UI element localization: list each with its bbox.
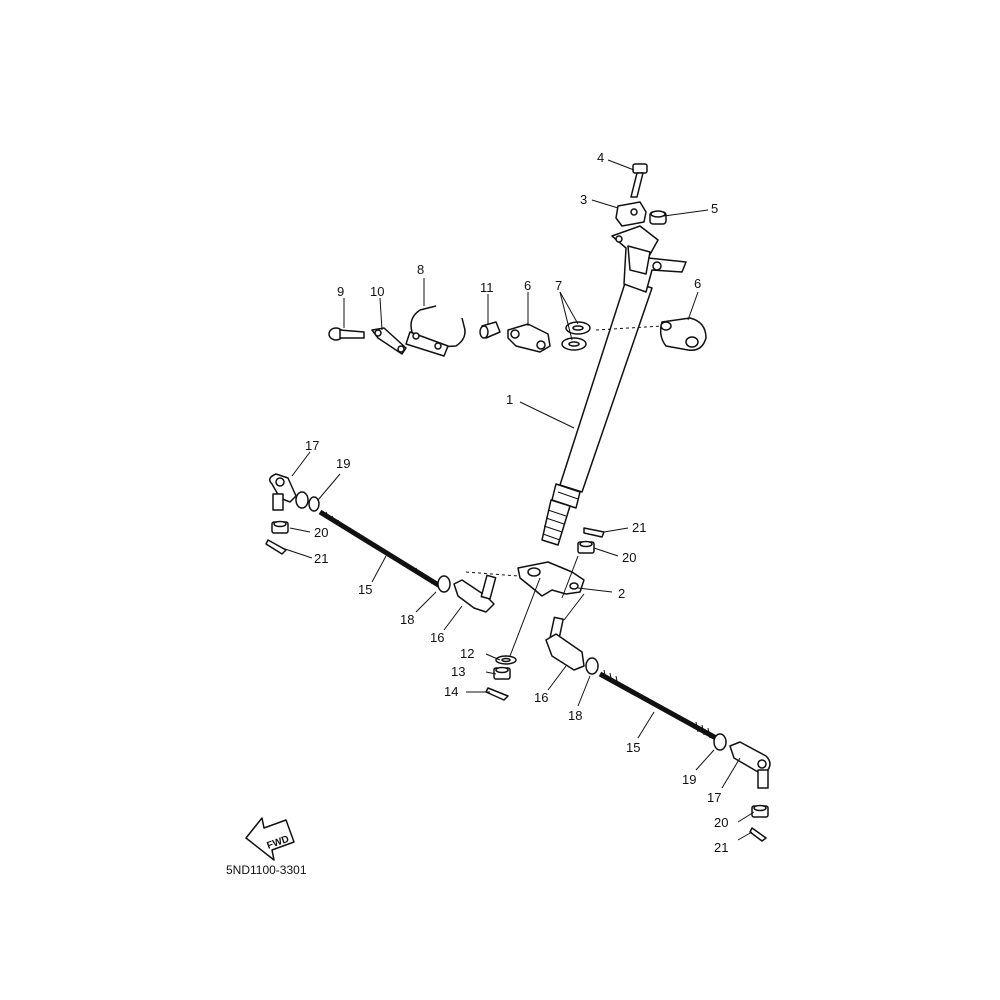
callout-11: 11	[480, 280, 494, 295]
callout-1: 1	[506, 392, 513, 407]
callout-9: 9	[337, 284, 344, 299]
nut-20-lower-right	[751, 804, 769, 818]
pitman-arm-2	[517, 561, 585, 597]
callout-10: 10	[370, 284, 384, 299]
tie-rod-15-right	[598, 669, 718, 741]
tie-rod-end-17-right	[729, 741, 771, 789]
callout-20-lower-right: 20	[714, 815, 728, 830]
callout-6-right: 6	[694, 276, 701, 291]
steering-column	[541, 225, 687, 546]
callout-16-left: 16	[430, 630, 444, 645]
bushing-half-6-right	[659, 317, 707, 351]
tie-rod-15-left	[318, 509, 442, 589]
washer-pair-7	[561, 321, 591, 351]
bushing-half-6-left	[507, 323, 551, 353]
nut-20-right	[577, 540, 595, 554]
bolt-4	[630, 163, 648, 198]
tie-rod-end-17-left	[269, 473, 297, 511]
callout-15-left: 15	[358, 582, 372, 597]
lock-nut-18-left	[437, 575, 451, 593]
lock-nut-18-right	[585, 657, 599, 675]
washer-12	[495, 655, 517, 665]
cotter-pin-21-lower-right	[749, 827, 767, 842]
callout-15-right: 15	[626, 740, 640, 755]
nut-20-left	[271, 520, 289, 534]
callout-21-lower-right: 21	[714, 840, 728, 855]
leader-lines	[281, 159, 755, 841]
callout-5: 5	[711, 201, 718, 216]
tie-rod-end-16-left	[453, 574, 497, 613]
callout-18-right: 18	[568, 708, 582, 723]
alignment-line-6	[595, 325, 663, 331]
callout-6-left: 6	[524, 278, 531, 293]
cotter-pin-21-left	[265, 539, 287, 555]
callout-7: 7	[555, 278, 562, 293]
cotter-pin-14	[485, 687, 509, 701]
callout-16-right: 16	[534, 690, 548, 705]
bushing-cap-3	[615, 201, 647, 227]
callout-21-right: 21	[632, 520, 646, 535]
lock-nut-19-left	[295, 491, 320, 512]
collar-11	[479, 321, 501, 339]
callout-14: 14	[444, 684, 458, 699]
nut-5	[649, 210, 667, 225]
drawing-code: 5ND1100-3301	[226, 863, 307, 877]
holder-8	[405, 305, 466, 357]
callout-19-left: 19	[336, 456, 350, 471]
cotter-pin-21-right	[583, 527, 605, 538]
callout-2: 2	[618, 586, 625, 601]
callout-8: 8	[417, 262, 424, 277]
alignment-line-2	[465, 571, 519, 577]
callout-12: 12	[460, 646, 474, 661]
callout-19-right: 19	[682, 772, 696, 787]
tie-rod-end-16-right	[545, 616, 585, 671]
callout-labels: 1 2 3 4 5 6 6 7 8 9 10 11 12 13 14 15 15…	[305, 150, 728, 855]
callout-17-right: 17	[707, 790, 721, 805]
callout-20-left: 20	[314, 525, 328, 540]
nut-13	[493, 666, 511, 680]
callout-13: 13	[451, 664, 465, 679]
callout-21-left: 21	[314, 551, 328, 566]
fwd-arrow: FWD	[245, 817, 295, 861]
callout-4: 4	[597, 150, 604, 165]
lock-nut-19-right	[713, 733, 727, 751]
callout-18-left: 18	[400, 612, 414, 627]
lock-plate-10	[371, 327, 407, 355]
callout-17-left: 17	[305, 438, 319, 453]
bolt-9	[328, 327, 365, 341]
callout-20-right: 20	[622, 550, 636, 565]
callout-3: 3	[580, 192, 587, 207]
